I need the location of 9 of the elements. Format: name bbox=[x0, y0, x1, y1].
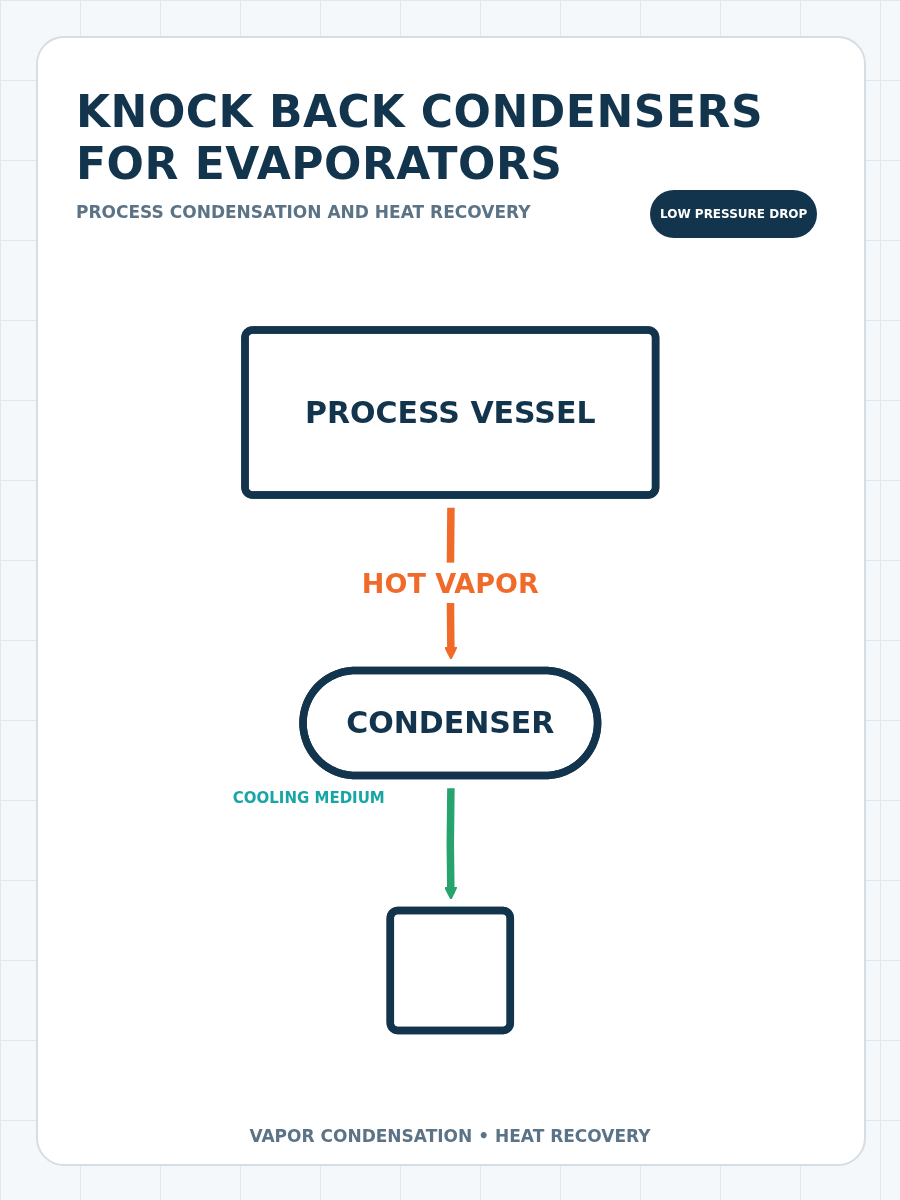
badge: LOW PRESSURE DROP bbox=[650, 190, 818, 238]
vessel-tank: PROCESS VESSEL bbox=[240, 326, 660, 499]
condenser-tank: CONDENSER bbox=[299, 666, 601, 779]
edge-label: HOT VAPOR bbox=[361, 562, 539, 603]
arrow bbox=[443, 787, 458, 900]
receiver-tank bbox=[386, 906, 514, 1034]
subtitle: PROCESS CONDENSATION AND HEAT RECOVERY bbox=[76, 202, 531, 222]
stream-label: COOLING MEDIUM bbox=[232, 789, 385, 808]
title: KNOCK BACK CONDENSERS FOR EVAPORATORS bbox=[76, 86, 765, 190]
